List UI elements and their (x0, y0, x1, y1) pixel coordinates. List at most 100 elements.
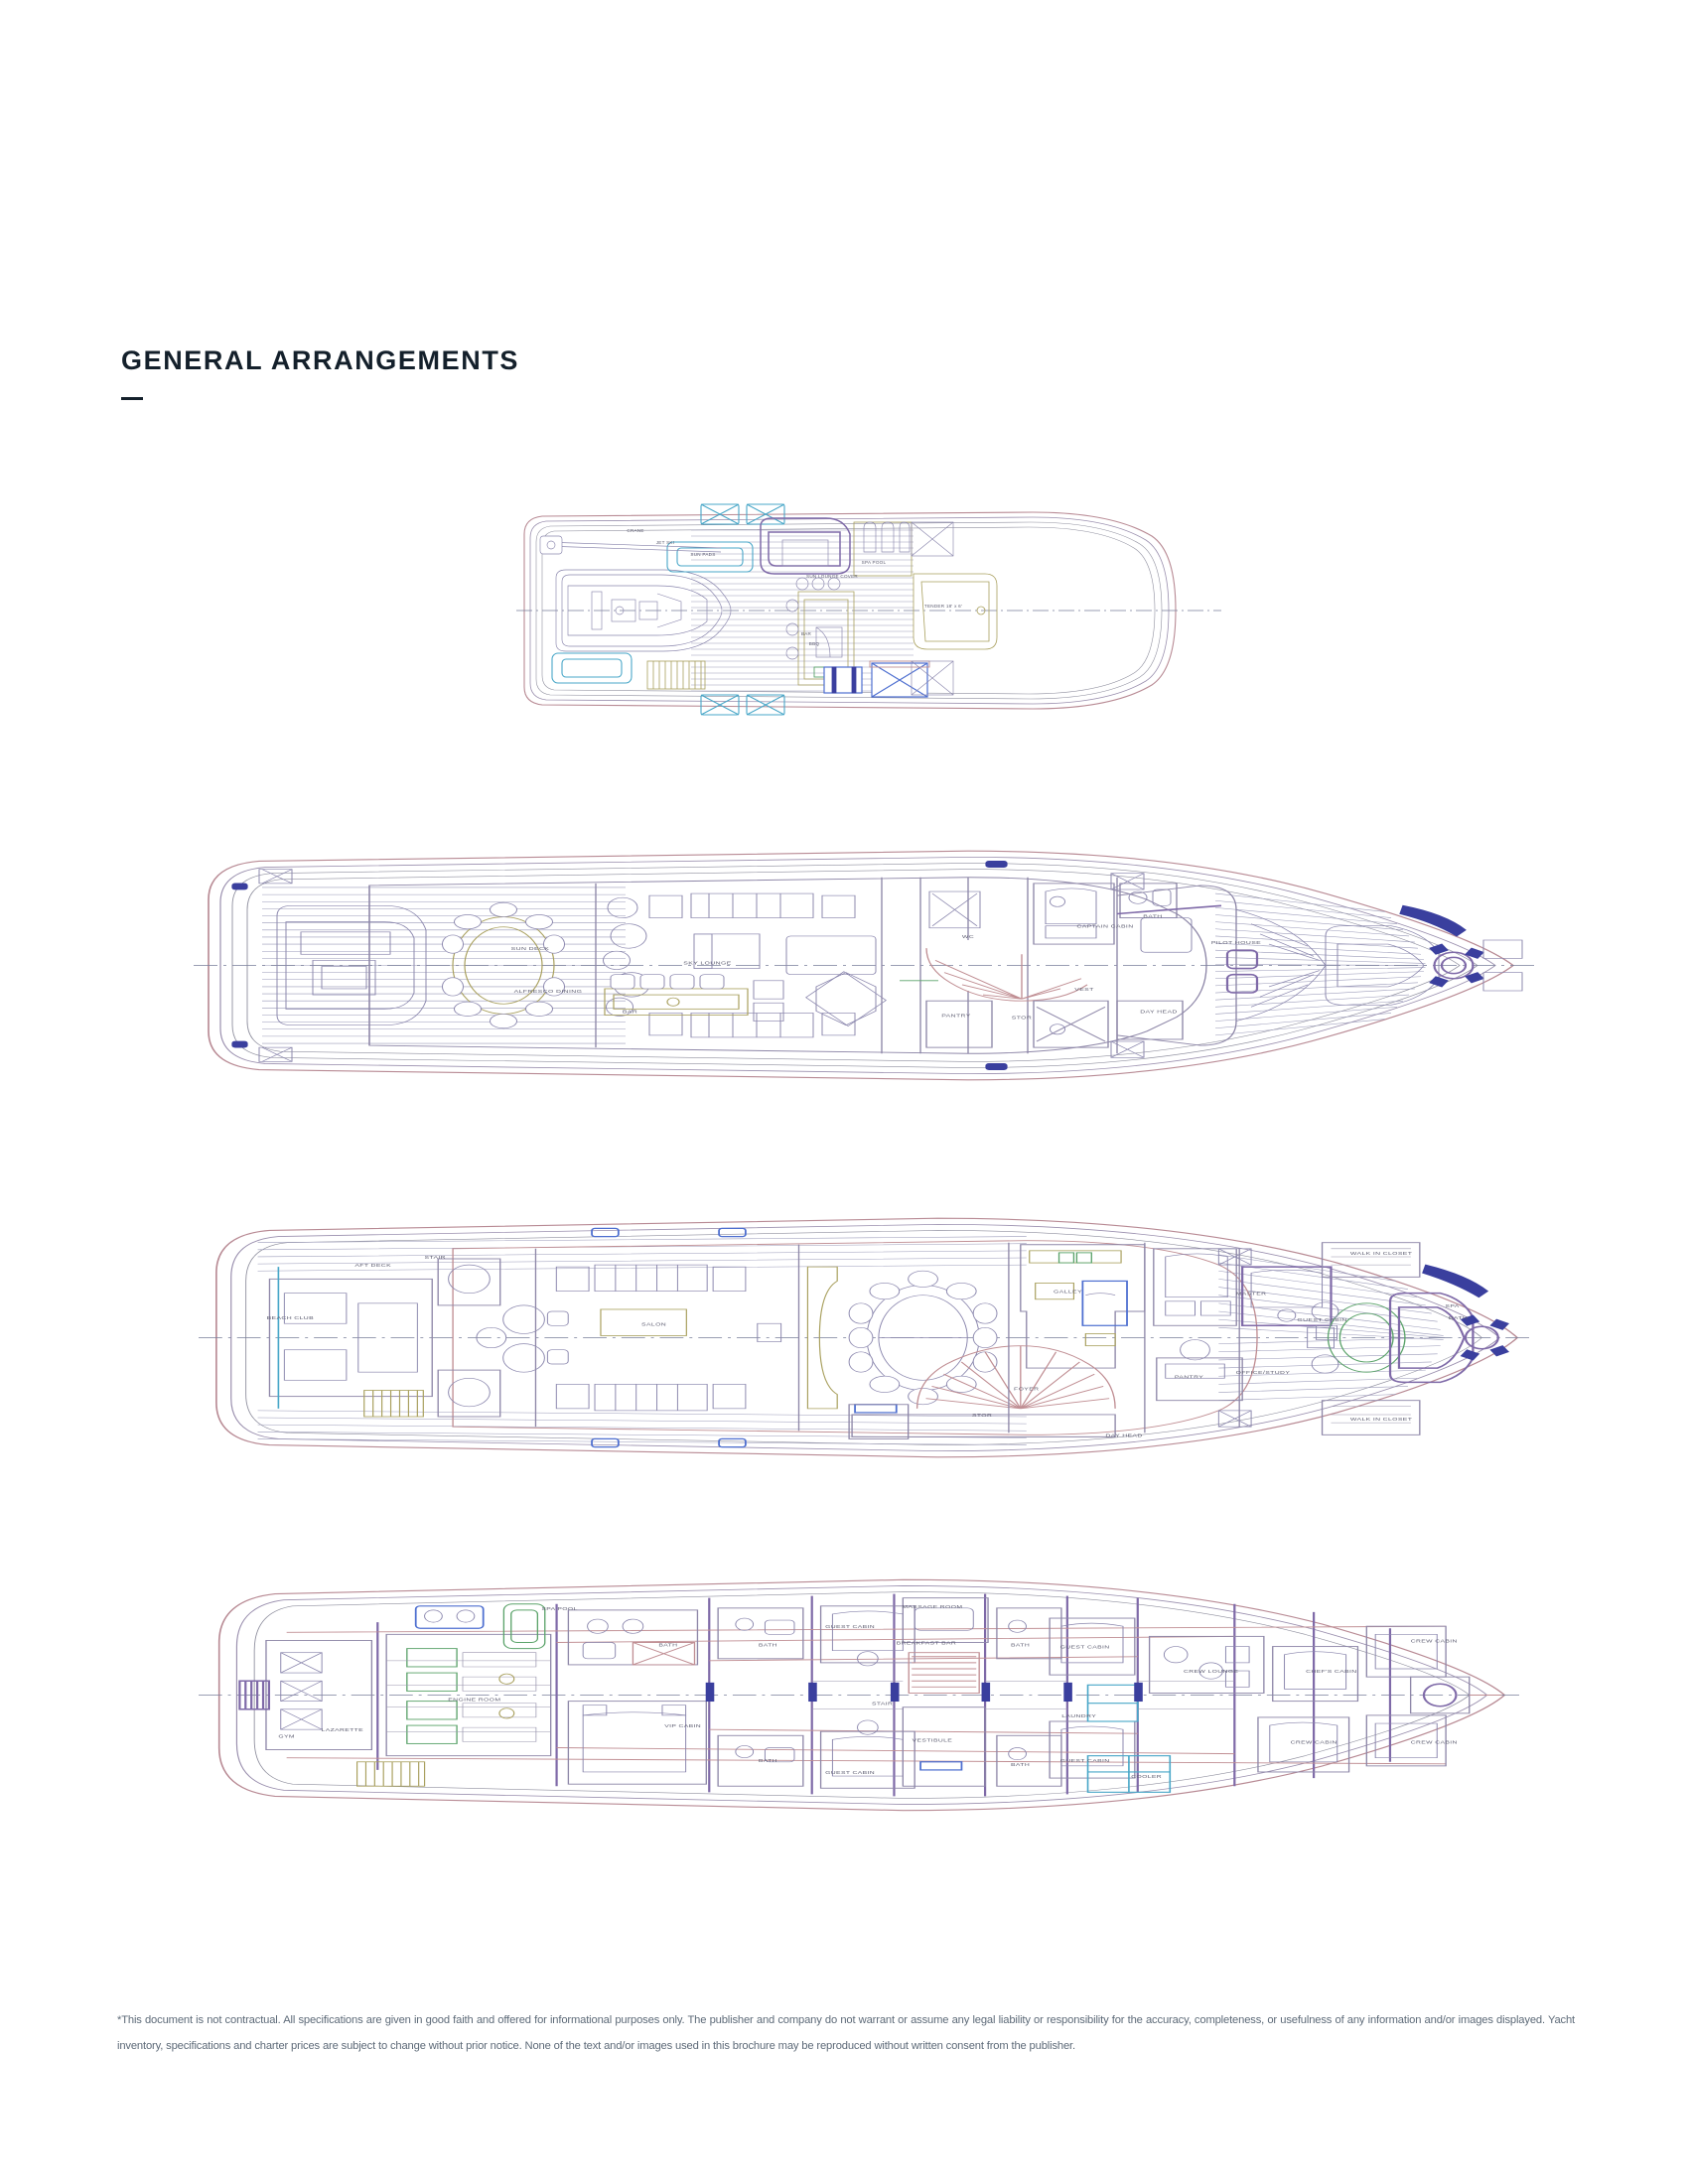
room-label: STOR (972, 1414, 992, 1419)
sun-deck-transom-stairs (911, 521, 954, 696)
crew-cabin-3 (1257, 1716, 1350, 1773)
room-label: GUEST CABIN (825, 1771, 875, 1776)
main-staircase (915, 1345, 1116, 1410)
lower-guest-cabin-3 (1049, 1617, 1136, 1676)
room-label: CHEF'S CABIN (1306, 1670, 1356, 1675)
lower-guest-cabin-4 (1049, 1720, 1136, 1779)
sun-deck-stairs (646, 660, 706, 690)
crew-cabin-1 (1365, 1625, 1447, 1678)
pilot-house (1116, 885, 1327, 1046)
main-hull-fittings (1217, 1248, 1337, 1428)
helm-seats (1225, 949, 1259, 994)
cooler-laundry (1086, 1684, 1172, 1793)
bow-systems (1409, 1676, 1502, 1714)
room-label: MASSAGE ROOM (902, 1605, 962, 1610)
lower-guest-cabin-1 (819, 1605, 915, 1667)
room-label: TENDER 18' x 6' (924, 604, 962, 609)
main-side-deck-planking (257, 1236, 1027, 1445)
main-deck-hardware (591, 1227, 747, 1448)
room-label: CREW LOUNGE (1184, 1670, 1238, 1675)
upper-aft-deck-planking (262, 887, 626, 1044)
page-title: GENERAL ARRANGEMENTS (121, 345, 520, 375)
room-label: SPA POOL (541, 1607, 578, 1612)
massage-room (902, 1597, 989, 1643)
office-study (1156, 1339, 1243, 1402)
sun-deck-hatch (869, 660, 930, 668)
upper-hull-fittings (258, 869, 1145, 1062)
formal-dining-table (848, 1270, 998, 1406)
room-label: ALFRESCO DINING (514, 990, 583, 995)
crew-cabin-2 (1365, 1714, 1447, 1767)
upper-foredeck-lockers (1482, 939, 1523, 992)
lower-vestibule (902, 1652, 986, 1787)
room-label: DAY HEAD (1140, 1010, 1178, 1015)
spa-pool (760, 517, 851, 575)
upper-foredeck-planking (1214, 892, 1428, 1036)
room-label: VESTIBULE (913, 1738, 953, 1743)
sky-lounge-bar (604, 974, 784, 1022)
alfresco-dining-table (442, 901, 565, 1029)
salon-divider (806, 1266, 838, 1410)
room-label: GUEST CABIN (825, 1625, 875, 1630)
room-label: STAIR (872, 1702, 893, 1706)
room-label: BATH (1449, 1316, 1468, 1321)
room-label: GUEST CABIN (1060, 1645, 1110, 1650)
main-guest-cabin (1241, 1266, 1333, 1327)
room-label: SPA POOL (862, 560, 887, 565)
room-label: BAR (801, 631, 812, 636)
lower-longitudinal-walls (286, 1625, 1447, 1765)
chefs-cabin (1272, 1646, 1359, 1703)
sun-deck-rails (700, 503, 785, 716)
beach-club (268, 1267, 433, 1418)
sun-deck-tender (555, 569, 732, 652)
room-label: WALK IN CLOSET (1350, 1252, 1412, 1257)
room-label: BATH (1011, 1763, 1030, 1768)
room-label: BATH (759, 1759, 777, 1764)
lower-baths (717, 1607, 1062, 1787)
room-label: GALLEY (1054, 1290, 1082, 1295)
upper-wc (928, 890, 981, 929)
room-label: BAR (623, 1010, 637, 1015)
room-label: WC (962, 935, 975, 940)
room-label: GYM (278, 1734, 295, 1739)
room-label: BEACH CLUB (267, 1316, 314, 1321)
room-label: CRANE (627, 528, 643, 533)
lower-bath-fixtures (735, 1617, 1027, 1763)
title-underline-rule (121, 397, 143, 400)
room-label: MASTER (1236, 1292, 1267, 1297)
room-label: LAUNDRY (1061, 1714, 1096, 1719)
foyer (848, 1404, 1116, 1439)
room-label: STAIR (424, 1256, 445, 1261)
room-label: CREW CABIN (1291, 1740, 1337, 1745)
sun-lounger-port (666, 541, 754, 573)
upper-service-rooms (925, 1000, 1184, 1048)
upper-windlass (1399, 904, 1484, 988)
room-label: VEST (1074, 988, 1094, 993)
lower-corridors (811, 1680, 1235, 1710)
room-label: AFT DECK (354, 1264, 391, 1269)
room-label: GUEST CABIN (1297, 1318, 1346, 1323)
legal-disclaimer: *This document is not contractual. All s… (117, 2007, 1575, 2059)
room-label: PANTRY (1175, 1375, 1203, 1380)
room-label: PILOT HOUSE (1211, 941, 1261, 946)
sky-lounge-game-table (805, 971, 887, 1027)
sun-lounger-stbd (551, 652, 633, 684)
room-label: BATH (1011, 1643, 1030, 1648)
room-label: FOYER (1014, 1387, 1039, 1392)
room-label: COOLER (1131, 1775, 1162, 1780)
room-label: CREW CABIN (1411, 1639, 1458, 1644)
lower-spa-pool (414, 1603, 546, 1650)
room-label: PANTRY (941, 1014, 971, 1019)
watertight-doors (705, 1682, 1143, 1703)
legal-disclaimer-text: *This document is not contractual. All s… (117, 2014, 1575, 2052)
galley (1020, 1244, 1146, 1369)
sky-lounge-furniture (603, 892, 877, 1038)
room-label: BBQ (809, 641, 820, 646)
